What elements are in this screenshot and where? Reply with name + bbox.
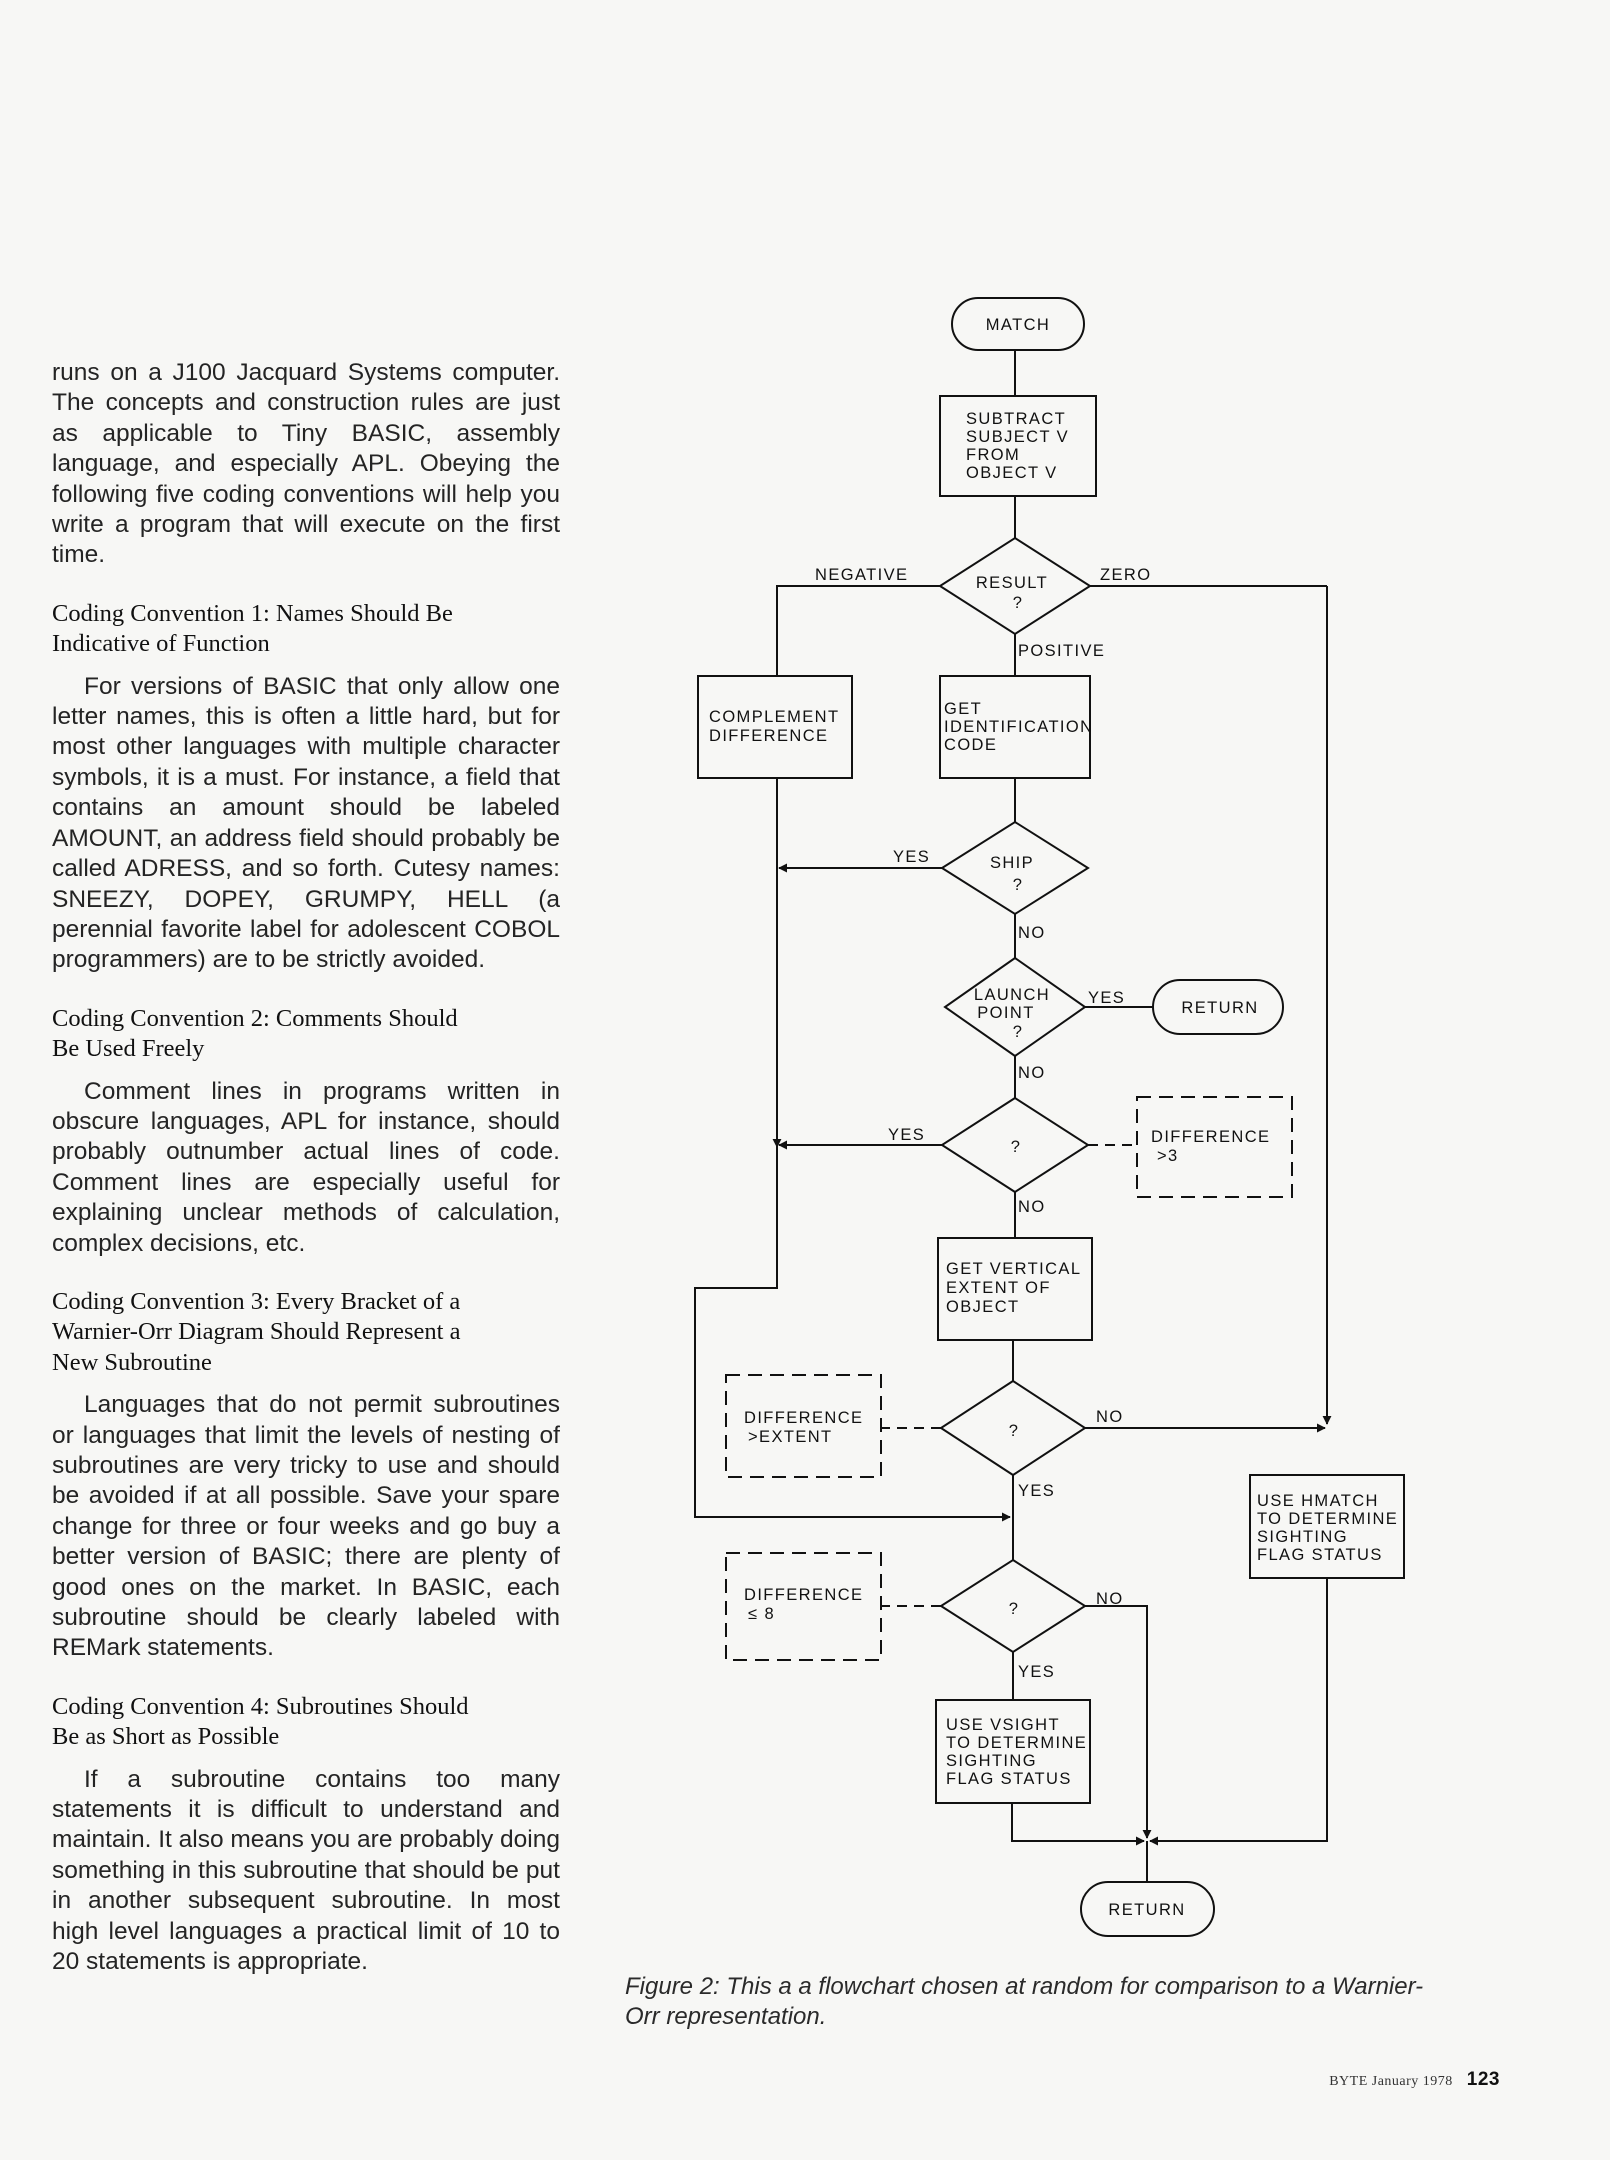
convention-1-heading-line1: Coding Convention 1: Names Should Be	[52, 599, 453, 627]
convention-4-heading: Coding Convention 4: Subroutines Should …	[52, 1692, 560, 1753]
label-ship-yes: YES	[893, 848, 930, 866]
get-id-line-3: CODE	[944, 736, 997, 754]
label-extent-yes: YES	[1018, 1482, 1055, 1500]
page-footer: BYTE January 1978 123	[1329, 2069, 1500, 2091]
complement-line-2: DIFFERENCE	[709, 727, 828, 745]
publication-info: BYTE January 1978	[1329, 2074, 1453, 2089]
le8-note-line-2: ≤ 8	[748, 1605, 775, 1623]
subtract-line-4: OBJECT V	[966, 464, 1058, 482]
vsight-line-3: SIGHTING	[946, 1752, 1037, 1770]
complement-line-1: COMPLEMENT	[709, 708, 839, 726]
le8-note-line-1: DIFFERENCE	[744, 1586, 863, 1604]
convention-3-body: Languages that do not permit subroutines…	[52, 1391, 560, 1662]
label-negative: NEGATIVE	[815, 566, 908, 584]
caption-line-1: Figure 2: This a a flowchart chosen at r…	[625, 1973, 1424, 2000]
complement-process-box	[697, 675, 853, 779]
label-extent-no: NO	[1096, 1408, 1124, 1426]
extent-note-line-1: DIFFERENCE	[744, 1409, 863, 1427]
connector-hmatch-return	[1149, 1578, 1328, 1846]
result-decision-line-2: ?	[1013, 594, 1024, 612]
convention-2-heading-line1: Coding Convention 2: Comments Should	[52, 1004, 458, 1032]
convention-2-body: Comment lines in programs written in obs…	[52, 1077, 560, 1257]
hmatch-line-1: USE HMATCH	[1257, 1492, 1379, 1510]
convention-3-heading-line2: Warnier-Orr Diagram Should Represent a	[52, 1318, 461, 1346]
launch-line-2: POINT	[977, 1004, 1034, 1022]
return-terminal-end	[1080, 1881, 1215, 1937]
launch-line-1: LAUNCH	[974, 986, 1050, 1004]
intro-paragraph: runs on a J100 Jacquard Systems computer…	[52, 359, 560, 569]
vsight-line-1: USE VSIGHT	[946, 1716, 1060, 1734]
article-text-column: runs on a J100 Jacquard Systems computer…	[52, 358, 560, 1978]
page-number: 123	[1466, 2069, 1500, 2090]
vsight-line-4: FLAG STATUS	[946, 1770, 1072, 1788]
convention-4-body: If a subroutine contains too many statem…	[52, 1765, 560, 1976]
convention-2-heading: Coding Convention 2: Comments Should Be …	[52, 1004, 560, 1065]
return-end-label: RETURN	[1108, 1901, 1185, 1919]
return-terminal-mid	[1152, 979, 1284, 1035]
label-launch-no: NO	[1018, 1064, 1046, 1082]
extent-note-line-2: >EXTENT	[748, 1428, 833, 1446]
result-decision-line-1: RESULT	[976, 574, 1048, 592]
label-diff3-yes: YES	[888, 1126, 925, 1144]
hmatch-line-4: FLAG STATUS	[1257, 1546, 1383, 1564]
difference-3-decision-label: ?	[1011, 1138, 1022, 1156]
get-vertical-line-3: OBJECT	[946, 1298, 1020, 1316]
label-le8-no: NO	[1096, 1590, 1124, 1608]
get-vertical-line-1: GET VERTICAL	[946, 1260, 1081, 1278]
connector-left-collector	[694, 1145, 1011, 1522]
subtract-line-3: FROM	[966, 446, 1020, 464]
caption-line-2: Orr representation.	[625, 2003, 827, 2030]
diff3-note-line-2: >3	[1157, 1147, 1179, 1165]
label-le8-yes: YES	[1018, 1663, 1055, 1681]
label-diff3-no: NO	[1018, 1198, 1046, 1216]
convention-1-heading: Coding Convention 1: Names Should Be Ind…	[52, 599, 560, 660]
launch-line-3: ?	[1013, 1023, 1024, 1041]
connector-negative-branch	[776, 585, 940, 676]
vsight-line-2: TO DETERMINE	[946, 1734, 1087, 1752]
subtract-line-1: SUBTRACT	[966, 410, 1066, 428]
extent-annotation	[725, 1374, 882, 1478]
ship-decision-line-2: ?	[1013, 876, 1024, 894]
subtract-process-box	[939, 395, 1097, 497]
get-vertical-line-2: EXTENT OF	[946, 1279, 1051, 1297]
convention-1-body: For versions of BASIC that only allow on…	[52, 672, 560, 974]
convention-3-heading-line3: New Subroutine	[52, 1348, 212, 1376]
convention-4-heading-line1: Coding Convention 4: Subroutines Should	[52, 1692, 469, 1720]
convention-4-heading-line2: Be as Short as Possible	[52, 1723, 280, 1751]
label-launch-yes: YES	[1088, 989, 1125, 1007]
label-zero: ZERO	[1100, 566, 1151, 584]
ship-decision-line-1: SHIP	[990, 854, 1034, 872]
connector-vsight-return	[1011, 1803, 1145, 1846]
get-vertical-process-box	[937, 1237, 1093, 1341]
label-ship-no: NO	[1018, 924, 1046, 942]
convention-2-heading-line2: Be Used Freely	[52, 1035, 205, 1063]
start-terminal	[951, 297, 1085, 351]
convention-3-heading: Coding Convention 3: Every Bracket of a …	[52, 1287, 560, 1378]
le8-annotation	[725, 1552, 882, 1661]
connector-le8-no	[1085, 1605, 1152, 1839]
convention-3-heading-line1: Coding Convention 3: Every Bracket of a	[52, 1287, 461, 1315]
subtract-line-2: SUBJECT V	[966, 428, 1069, 446]
return-mid-label: RETURN	[1181, 999, 1258, 1017]
get-id-line-1: GET	[944, 700, 982, 718]
figure-caption: Figure 2: This a a flowchart chosen at r…	[625, 1972, 1525, 2032]
le8-decision-label: ?	[1009, 1600, 1020, 1618]
convention-1-heading-line2: Indicative of Function	[52, 630, 270, 658]
start-label: MATCH	[986, 316, 1050, 334]
diff3-note-line-1: DIFFERENCE	[1151, 1128, 1270, 1146]
hmatch-line-2: TO DETERMINE	[1257, 1510, 1398, 1528]
hmatch-line-3: SIGHTING	[1257, 1528, 1348, 1546]
difference-3-annotation	[1136, 1096, 1293, 1198]
label-positive: POSITIVE	[1018, 642, 1105, 660]
extent-decision-label: ?	[1009, 1422, 1020, 1440]
get-id-line-2: IDENTIFICATION	[944, 718, 1093, 736]
